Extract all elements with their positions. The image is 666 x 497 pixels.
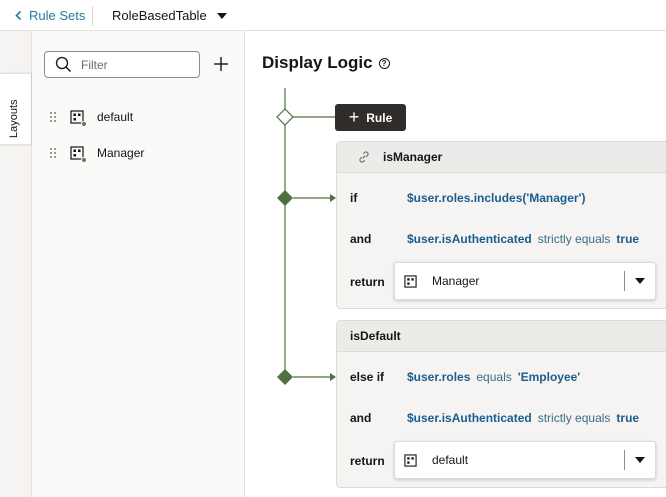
condition-operator: strictly equals: [537, 411, 611, 425]
layout-item-label: Manager: [97, 146, 145, 160]
tab-layouts[interactable]: Layouts: [0, 73, 31, 145]
filter-input[interactable]: Filter: [44, 51, 200, 78]
condition-variable: $user.roles: [407, 370, 471, 384]
condition-variable: $user.roles.includes('Manager'): [407, 191, 586, 205]
drag-handle-icon[interactable]: [50, 111, 58, 123]
rule-header[interactable]: isDefault: [337, 321, 666, 352]
condition-keyword: if: [350, 191, 358, 205]
condition-operator: strictly equals: [537, 232, 611, 246]
rule-node-ismanager[interactable]: [277, 190, 293, 206]
rule-name: isDefault: [350, 329, 401, 343]
return-keyword: return: [350, 454, 385, 468]
condition-keyword: else if: [350, 370, 385, 384]
layout-grid-icon: [70, 110, 87, 127]
rule-card-isdefault: isDefault else if $user.roles equals 'Em…: [336, 320, 666, 488]
condition-expression[interactable]: $user.roles equals 'Employee': [407, 370, 580, 384]
chevron-left-icon: [15, 10, 22, 21]
layouts-panel: Filter default Manager: [32, 31, 245, 497]
start-node: [276, 108, 294, 126]
rule-card-ismanager: isManager if $user.roles.includes('Manag…: [336, 141, 666, 309]
ruleset-selector[interactable]: RoleBasedTable: [112, 8, 227, 23]
return-layout-select[interactable]: Manager: [394, 262, 656, 300]
condition-value: 'Employee': [517, 370, 581, 384]
return-keyword: return: [350, 275, 385, 289]
caret-down-icon: [216, 12, 227, 19]
back-to-rule-sets-link[interactable]: Rule Sets: [14, 8, 85, 23]
condition-value: true: [616, 411, 640, 425]
add-rule-button[interactable]: + Rule: [335, 104, 406, 131]
condition-keyword: and: [350, 232, 372, 246]
page-title: Display Logic ?: [262, 53, 390, 73]
layout-grid-icon: [70, 146, 87, 163]
return-layout-select[interactable]: default: [394, 441, 656, 479]
link-icon: [359, 151, 369, 163]
return-value: Manager: [432, 274, 480, 288]
layout-item-default[interactable]: default: [50, 105, 133, 129]
header-divider: [92, 6, 93, 26]
tab-layouts-label: Layouts: [8, 99, 20, 138]
help-circle-icon[interactable]: ?: [378, 57, 390, 69]
condition-variable: $user.isAuthenticated: [407, 411, 532, 425]
rule-node-isdefault[interactable]: [277, 369, 293, 385]
layout-grid-icon: [404, 274, 417, 288]
display-logic-editor: Display Logic ? + Rule isManager if $use…: [246, 31, 666, 497]
select-divider: [624, 450, 625, 470]
rule-header[interactable]: isManager: [337, 142, 666, 173]
condition-expression[interactable]: $user.isAuthenticated strictly equals tr…: [407, 232, 639, 246]
caret-down-icon[interactable]: [635, 278, 645, 284]
drag-handle-icon[interactable]: [50, 147, 58, 159]
rule-name: isManager: [383, 150, 443, 164]
condition-keyword: and: [350, 411, 372, 425]
condition-operator: equals: [476, 370, 512, 384]
add-rule-label: Rule: [366, 110, 393, 125]
page-title-text: Display Logic: [262, 53, 373, 72]
top-bar: Rule Sets RoleBasedTable: [0, 0, 666, 31]
condition-variable: $user.isAuthenticated: [407, 232, 532, 246]
condition-value: true: [616, 232, 640, 246]
layout-grid-icon: [404, 453, 417, 467]
condition-expression[interactable]: $user.roles.includes('Manager'): [407, 191, 585, 205]
filter-placeholder: Filter: [81, 57, 108, 72]
return-value: default: [432, 453, 469, 467]
layout-item-manager[interactable]: Manager: [50, 141, 144, 165]
plus-icon: +: [348, 106, 360, 127]
condition-expression[interactable]: $user.isAuthenticated strictly equals tr…: [407, 411, 639, 425]
back-link-label: Rule Sets: [29, 8, 86, 23]
select-divider: [624, 271, 625, 291]
search-icon: [55, 56, 71, 72]
ruleset-name: RoleBasedTable: [112, 8, 207, 23]
side-tab-strip: Layouts: [0, 31, 32, 497]
add-layout-button[interactable]: [212, 55, 230, 73]
caret-down-icon[interactable]: [635, 457, 645, 463]
layout-item-label: default: [97, 110, 134, 124]
